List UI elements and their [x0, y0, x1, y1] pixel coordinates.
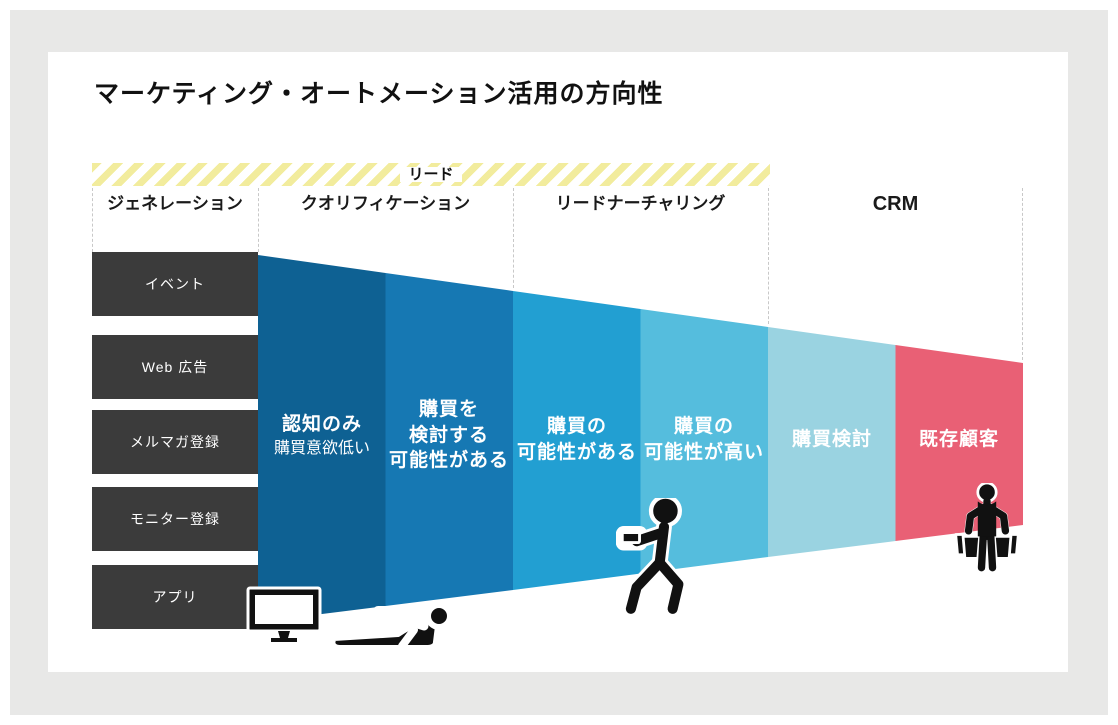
segment-label-1: 認知のみ 購買意欲低い — [273, 414, 370, 457]
funnel-segment-5 — [768, 327, 896, 557]
stage-header-nurturing: リードナーチャリング — [555, 194, 726, 213]
funnel-segment-3 — [513, 291, 641, 590]
channel-box-monitor: モニター登録 — [92, 487, 258, 551]
column-separator — [92, 188, 93, 252]
channel-box-web-ad: Web 広告 — [92, 335, 258, 399]
segment-label-6: 既存顧客 — [918, 429, 999, 450]
funnel-graphic — [258, 255, 1023, 622]
funnel-segment-2 — [385, 273, 513, 606]
stage-header-crm: CRM — [872, 193, 919, 215]
column-separator — [1022, 188, 1023, 360]
segment-label-3: 購買の 可能性がある — [516, 416, 637, 463]
funnel-segment-1 — [258, 255, 386, 622]
lead-stripe-band: リード — [92, 163, 770, 186]
person-with-shopping-bags-icon — [954, 483, 1020, 572]
channel-box-mailmag: メルマガ登録 — [92, 410, 258, 474]
person-lying-with-phone-icon — [329, 602, 453, 651]
tv-monitor-icon — [246, 586, 322, 642]
column-separator — [258, 188, 259, 252]
channel-box-app: アプリ — [92, 565, 258, 629]
stage-header-generation: ジェネレーション — [107, 194, 243, 213]
column-separator — [768, 188, 769, 324]
channel-box-event: イベント — [92, 252, 258, 316]
page-title: マーケティング・オートメーション活用の方向性 — [94, 80, 664, 108]
segment-label-5: 購買検討 — [791, 429, 872, 450]
stage-header-qualification: クオリフィケーション — [300, 194, 471, 213]
lead-band-label: リード — [400, 167, 462, 182]
column-separator — [513, 188, 514, 288]
person-walking-with-phone-icon — [616, 498, 687, 616]
segment-label-2: 購買を 検討する 可能性がある — [388, 399, 509, 472]
diagram-card: マーケティング・オートメーション活用の方向性 リード ジェネレーション クオリフ… — [48, 52, 1068, 672]
segment-label-4: 購買の 可能性が高い — [643, 416, 764, 463]
